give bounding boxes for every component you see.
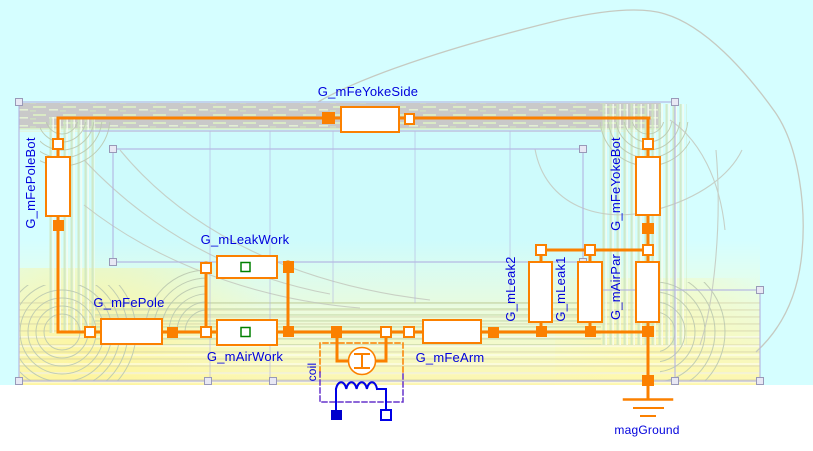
component-coil[interactable] bbox=[319, 342, 404, 421]
component-g-mfepolebot[interactable] bbox=[45, 156, 71, 217]
component-g-mleak2[interactable] bbox=[528, 261, 553, 323]
label-g-mfearm: G_mFeArm bbox=[415, 350, 485, 365]
port-leak2-top[interactable] bbox=[535, 244, 547, 256]
label-g-mairpar: G_mAirPar bbox=[608, 253, 623, 321]
coil-leads bbox=[335, 388, 387, 411]
coil-box-bottom bbox=[319, 371, 404, 403]
magnetic-circuit bbox=[45, 106, 674, 421]
label-magground: magGround bbox=[614, 423, 680, 437]
label-g-mfeyokeside: G_mFeYokeSide bbox=[317, 84, 419, 99]
label-coil: coil bbox=[305, 362, 319, 382]
label-g-mleak2: G_mLeak2 bbox=[503, 256, 518, 322]
component-magground[interactable] bbox=[622, 398, 674, 417]
port-leak1-top[interactable] bbox=[584, 244, 596, 256]
port-magground[interactable] bbox=[642, 375, 654, 386]
component-g-mleakwork[interactable] bbox=[216, 255, 278, 279]
label-g-mleak1: G_mLeak1 bbox=[553, 256, 568, 322]
wire-coil-right[interactable] bbox=[373, 330, 388, 363]
port-airpar-top[interactable] bbox=[642, 244, 654, 256]
port-fearm-left[interactable] bbox=[403, 326, 415, 338]
component-g-mairwork[interactable] bbox=[216, 319, 278, 346]
port-polebot-bottom[interactable] bbox=[53, 220, 64, 231]
port-leakwork-left[interactable] bbox=[200, 262, 212, 274]
label-g-mfepole: G_mFePole bbox=[93, 295, 165, 310]
port-fearm-right[interactable] bbox=[488, 327, 499, 338]
inductor-icon bbox=[334, 381, 379, 391]
port-coil-left[interactable] bbox=[331, 326, 342, 338]
label-g-mfepolebot: G_mFePoleBot bbox=[23, 137, 38, 229]
port-leak1-bottom[interactable] bbox=[585, 326, 596, 337]
wire-coil-left[interactable] bbox=[335, 330, 351, 363]
component-g-mairpar[interactable] bbox=[635, 261, 660, 323]
port-airwork-left[interactable] bbox=[200, 326, 212, 338]
field-contour-outline bbox=[317, 9, 804, 353]
mmf-source-I-glyph bbox=[354, 353, 370, 369]
port-fepole-right[interactable] bbox=[167, 327, 178, 338]
port-coil-right[interactable] bbox=[380, 326, 392, 338]
airgap-marker-icon bbox=[240, 326, 251, 338]
port-airpar-bottom[interactable] bbox=[642, 326, 654, 337]
port-coil-electrical-n[interactable] bbox=[380, 409, 392, 421]
field-plot-background bbox=[0, 0, 813, 385]
port-yokebot-top[interactable] bbox=[642, 138, 654, 150]
component-g-mfeyokeside[interactable] bbox=[340, 106, 400, 133]
port-leak2-bottom[interactable] bbox=[536, 326, 547, 337]
component-g-mfeyokebot[interactable] bbox=[635, 156, 661, 216]
label-g-mairwork: G_mAirWork bbox=[206, 349, 284, 364]
port-yokeside-left[interactable] bbox=[322, 112, 335, 124]
port-yokebot-bottom[interactable] bbox=[642, 223, 654, 234]
component-g-mfepole[interactable] bbox=[100, 318, 163, 345]
component-g-mleak1[interactable] bbox=[577, 261, 603, 323]
port-airwork-right[interactable] bbox=[283, 326, 294, 337]
port-polebot-top[interactable] bbox=[52, 138, 64, 150]
port-leakwork-right[interactable] bbox=[283, 261, 294, 273]
component-g-mfearm[interactable] bbox=[422, 319, 482, 344]
port-fepole-left[interactable] bbox=[84, 326, 96, 338]
port-coil-electrical-p[interactable] bbox=[331, 410, 342, 420]
port-yokeside-right[interactable] bbox=[404, 113, 415, 125]
airgap-marker-icon bbox=[240, 261, 251, 273]
label-g-mleakwork: G_mLeakWork bbox=[200, 232, 290, 247]
